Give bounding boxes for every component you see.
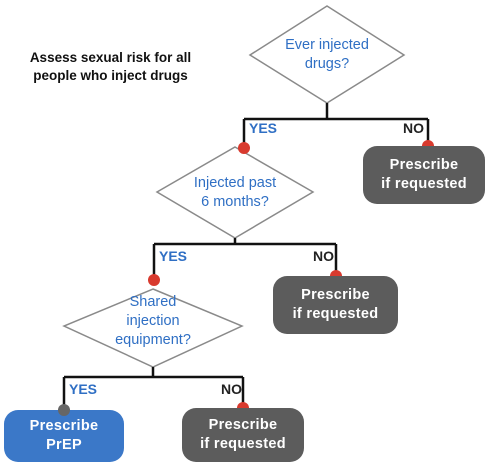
outcome-prescribe-if-requested: Prescribe if requested	[182, 408, 304, 462]
intro-text: Assess sexual risk for all people who in…	[8, 49, 213, 85]
outcome-line: Prescribe	[208, 417, 278, 433]
no-label: NO	[221, 381, 242, 397]
outcome-prescribe-if-requested: Prescribe if requested	[363, 146, 485, 204]
outcome-line: if requested	[200, 436, 286, 452]
no-label: NO	[403, 120, 424, 136]
no-label: NO	[313, 248, 334, 264]
junction-dot	[148, 274, 160, 286]
decision-label-injected-past: Injected past 6 months?	[182, 174, 288, 212]
decision-line: drugs?	[304, 56, 350, 72]
outcome-prescribe-if-requested: Prescribe if requested	[273, 276, 398, 334]
intro-line-1: Assess sexual risk for all	[29, 50, 192, 65]
yes-label: YES	[69, 381, 98, 397]
junction-dot	[238, 142, 250, 154]
outcome-line: if requested	[292, 306, 379, 322]
decision-line: injection	[126, 313, 180, 329]
yes-label: YES	[159, 248, 188, 264]
junction-dot-final-yes	[58, 404, 70, 416]
outcome-prescribe-prep: Prescribe PrEP	[4, 410, 124, 462]
decision-label-shared: Shared injection equipment?	[103, 293, 203, 350]
decision-line: 6 months?	[201, 194, 269, 210]
decision-line: Shared	[129, 294, 177, 310]
intro-line-2: people who inject drugs	[33, 68, 188, 83]
outcome-line: if requested	[381, 176, 467, 192]
outcome-line: Prescribe	[301, 287, 370, 303]
decision-line: Injected past	[193, 175, 277, 191]
outcome-line: PrEP	[46, 437, 82, 453]
decision-line: equipment?	[115, 332, 191, 348]
outcome-line: Prescribe	[29, 418, 99, 434]
decision-label-ever-injected: Ever injected drugs?	[277, 36, 377, 74]
yes-label: YES	[249, 120, 278, 136]
outcome-line: Prescribe	[389, 157, 459, 173]
decision-line: Ever injected	[285, 37, 369, 53]
